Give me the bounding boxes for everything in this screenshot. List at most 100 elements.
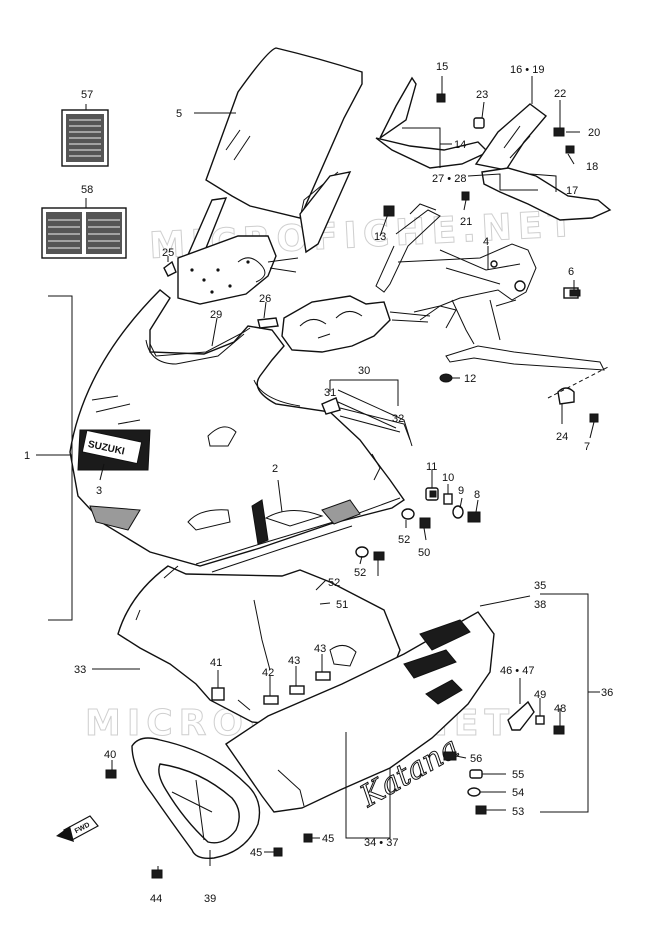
screw-45a (273, 847, 283, 857)
clip-25 (163, 260, 177, 277)
screw-40 (105, 769, 117, 779)
mirror-stay (281, 295, 431, 353)
label-58: 58 (81, 184, 93, 196)
label-6: 6 (568, 266, 574, 278)
label-31: 31 (324, 387, 336, 399)
label-21: 21 (460, 216, 472, 228)
clip-43a (289, 685, 305, 695)
label-40: 40 (104, 749, 116, 761)
clip-23 (473, 117, 485, 129)
meter-bracket (177, 171, 352, 305)
bolt-12 (439, 373, 453, 383)
washer-54 (467, 787, 481, 797)
label-41: 41 (210, 657, 222, 669)
trim-32 (339, 407, 411, 441)
label-52c: 52 (328, 577, 340, 589)
label-27-28: 27 • 28 (432, 173, 466, 185)
label-17: 17 (566, 185, 578, 197)
label-5: 5 (176, 108, 182, 120)
label-22: 22 (554, 88, 566, 100)
cowl-bracket-16-19 (474, 103, 612, 221)
label-45a: 45 (250, 847, 262, 859)
label-25: 25 (162, 247, 174, 259)
bolt-13 (383, 205, 395, 217)
clip-43b (315, 671, 331, 681)
label-33: 33 (74, 664, 86, 676)
clip-56 (443, 751, 457, 761)
nut-10 (443, 493, 453, 505)
label-52a: 52 (398, 534, 410, 546)
label-9: 9 (458, 485, 464, 497)
label-4: 4 (483, 236, 489, 248)
label-53: 53 (512, 806, 524, 818)
label-48: 48 (554, 703, 566, 715)
label-15: 15 (436, 61, 448, 73)
middle-cowling-33 (117, 565, 401, 727)
side-panel-39 (131, 737, 261, 860)
screw-21 (461, 191, 470, 201)
label-42: 42 (262, 667, 274, 679)
nut-49 (535, 715, 545, 725)
washer-9 (452, 505, 464, 519)
cowl-bracket-14 (375, 76, 490, 169)
clip-41 (211, 687, 225, 701)
label-18: 18 (586, 161, 598, 173)
screw-7 (589, 413, 599, 423)
label-7: 7 (584, 441, 590, 453)
label-56: 56 (470, 753, 482, 765)
warning-label-58 (41, 207, 127, 259)
bolt-48 (553, 725, 565, 735)
label-26: 26 (259, 293, 271, 305)
label-45b: 45 (322, 833, 334, 845)
label-10: 10 (442, 472, 454, 484)
label-51b: 51 (336, 599, 348, 611)
label-16-19: 16 • 19 (510, 64, 544, 76)
label-12: 12 (464, 373, 476, 385)
trim-29 (149, 327, 251, 357)
grommet-11 (425, 487, 439, 501)
label-11: 11 (426, 461, 437, 473)
fwd-arrow-icon: FWD (56, 815, 99, 842)
cowling-frame-4 (375, 203, 605, 371)
clip-42 (263, 695, 279, 705)
bolt-6 (563, 287, 581, 299)
stay-46-47 (507, 700, 535, 731)
grommet-52a (401, 508, 415, 520)
screw-51a (373, 551, 385, 561)
label-23: 23 (476, 89, 488, 101)
label-50: 50 (418, 547, 430, 559)
trim-31 (321, 397, 341, 415)
label-8: 8 (474, 489, 480, 501)
screw-8 (467, 511, 481, 523)
leader-lines (36, 76, 600, 870)
label-39: 39 (204, 893, 216, 905)
label-34-37: 34 • 37 (364, 837, 398, 849)
label-43a: 43 (288, 655, 300, 667)
label-36: 36 (601, 687, 613, 699)
label-38: 38 (534, 599, 546, 611)
label-46-47: 46 • 47 (500, 665, 534, 677)
label-30: 30 (358, 365, 370, 377)
part-number-labels: 57 58 5 15 23 16 • 19 22 20 14 18 27 • 2… (24, 61, 613, 905)
grommet-52b (355, 546, 369, 558)
label-54: 54 (512, 787, 524, 799)
label-44: 44 (150, 893, 162, 905)
label-13: 13 (374, 231, 386, 243)
label-14: 14 (454, 139, 466, 151)
label-49: 49 (534, 689, 546, 701)
label-20: 20 (588, 127, 600, 139)
bracket-24 (557, 387, 575, 405)
screw-44 (151, 869, 163, 879)
label-52b: 52 (354, 567, 366, 579)
label-1: 1 (24, 450, 30, 462)
trim-26 (257, 317, 279, 329)
label-3: 3 (96, 485, 102, 497)
screw-45b (303, 833, 313, 843)
label-43b: 43 (314, 643, 326, 655)
bolt-15 (436, 93, 446, 103)
screw-53 (475, 805, 487, 815)
label-32: 32 (392, 413, 404, 425)
bolt-18 (565, 145, 575, 154)
